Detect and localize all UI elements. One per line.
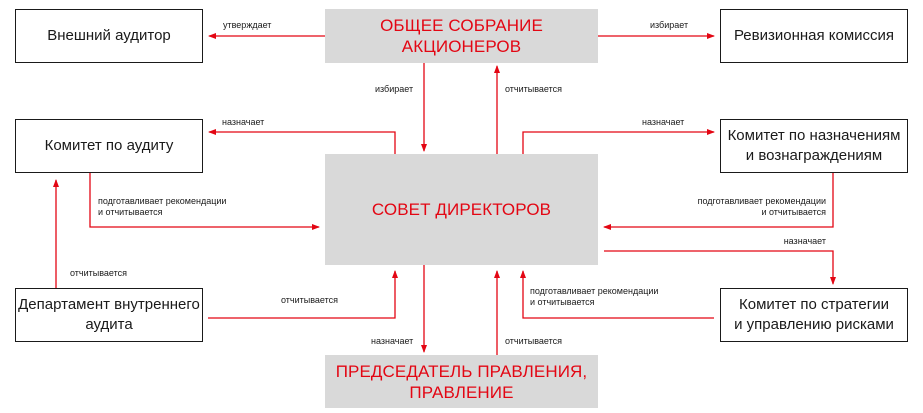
arrow-appoints-strategy	[604, 250, 836, 285]
edge-label-internal-audit-reports-committee: отчитывается	[70, 268, 128, 278]
node-label: Департамент внутреннего аудита	[18, 296, 200, 333]
arrow-nomination-reports	[603, 173, 834, 230]
node-internal-audit-department: Департамент внутреннего аудита	[15, 288, 203, 342]
node-label: Внешний аудитор	[47, 27, 171, 44]
node-label: СОВЕТ ДИРЕКТОРОВ	[371, 200, 552, 219]
arrow-audit-committee-reports	[89, 173, 320, 230]
edge-label-appoints-strategy: назначает	[783, 236, 826, 246]
node-nomination-committee: Комитет по назначениям и вознаграждениям	[720, 119, 908, 173]
node-management-board: ПРЕДСЕДАТЕЛЬ ПРАВЛЕНИЯ, ПРАВЛЕНИЕ	[325, 355, 598, 408]
node-label: ОБЩЕЕ СОБРАНИЕ АКЦИОНЕРОВ	[380, 16, 543, 56]
node-label: Комитет по стратегии и управлению рискам…	[734, 296, 894, 333]
edge-label-audit-committee-reports: подготавливает рекомендации и отчитывает…	[98, 196, 227, 217]
node-label: Комитет по назначениям и вознаграждениям	[727, 127, 901, 164]
edge-label-management-reports: отчитывается	[505, 336, 563, 346]
node-audit-committee: Комитет по аудиту	[15, 119, 203, 173]
edge-label-appoints-management: назначает	[371, 336, 414, 346]
node-board-of-directors: СОВЕТ ДИРЕКТОРОВ	[325, 154, 598, 265]
edge-label-strategy-reports: подготавливает рекомендации и отчитывает…	[530, 286, 659, 307]
node-label: Ревизионная комиссия	[733, 27, 895, 44]
node-label: Комитет по аудиту	[44, 137, 174, 154]
arrow-strategy-reports	[520, 270, 714, 319]
edge-label-elects-board: избирает	[375, 84, 414, 94]
node-label: ПРЕДСЕДАТЕЛЬ ПРАВЛЕНИЯ, ПРАВЛЕНИЕ	[335, 361, 588, 402]
node-external-auditor: Внешний аудитор	[15, 9, 203, 63]
node-strategy-committee: Комитет по стратегии и управлению рискам…	[720, 288, 908, 342]
edge-label-internal-audit-reports-board: отчитывается	[281, 295, 339, 305]
node-revision-commission: Ревизионная комиссия	[720, 9, 908, 63]
node-shareholders-meeting: ОБЩЕЕ СОБРАНИЕ АКЦИОНЕРОВ	[325, 9, 598, 63]
edge-label-appoints-nomination: назначает	[642, 117, 685, 127]
edge-label-appoints-audit-committee: назначает	[222, 117, 265, 127]
edge-label-nomination-reports: подготавливает рекомендации и отчитывает…	[697, 196, 826, 217]
edge-label-board-reports: отчитывается	[505, 84, 563, 94]
arrow-appoints-nomination	[522, 129, 715, 154]
edge-label-elects-revision: избирает	[650, 20, 689, 30]
arrow-appoints-audit-committee	[208, 129, 396, 154]
arrow-internal-audit-reports-board	[208, 270, 398, 319]
edge-label-approves: утверждает	[223, 20, 272, 30]
